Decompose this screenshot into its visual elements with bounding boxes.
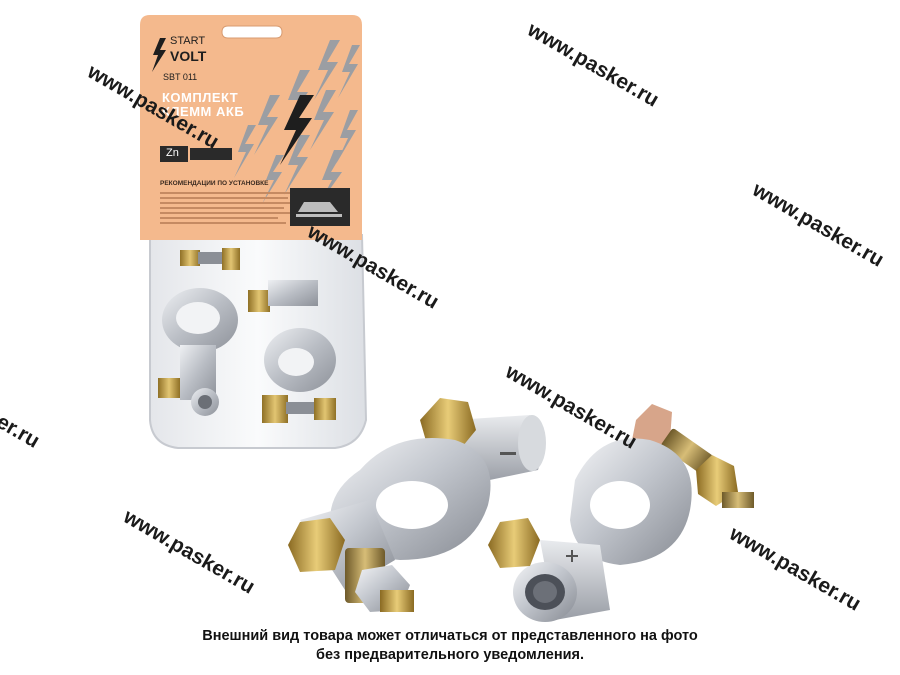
instructions-heading: РЕКОМЕНДАЦИИ ПО УСТАНОВКЕ xyxy=(160,180,269,187)
brand-name-line1: START xyxy=(170,35,206,47)
article-number: SBT 011 xyxy=(163,72,198,82)
blister-clamp-right xyxy=(248,280,336,423)
lightning-pattern xyxy=(234,40,360,206)
lightning-main xyxy=(280,95,314,165)
brand-logo xyxy=(152,38,166,72)
disclaimer-line-1: Внешний вид товара может отличаться от п… xyxy=(202,628,698,644)
package-title-line1: КОМПЛЕКТ xyxy=(162,90,239,105)
package-title-line2: КЛЕММ АКБ xyxy=(162,104,245,119)
material-badge xyxy=(160,146,188,162)
hang-hole xyxy=(221,25,283,39)
material-badge-label: Zn xyxy=(166,147,179,159)
instructions-text xyxy=(160,192,290,224)
brand-name-line2: VOLT xyxy=(170,48,207,64)
terminal-clamp-negative xyxy=(288,398,546,612)
blister-clamp-left xyxy=(158,248,240,416)
terminal-clamp-positive xyxy=(488,404,754,622)
disclaimer-line-2: без предварительного уведомления. xyxy=(315,647,585,663)
